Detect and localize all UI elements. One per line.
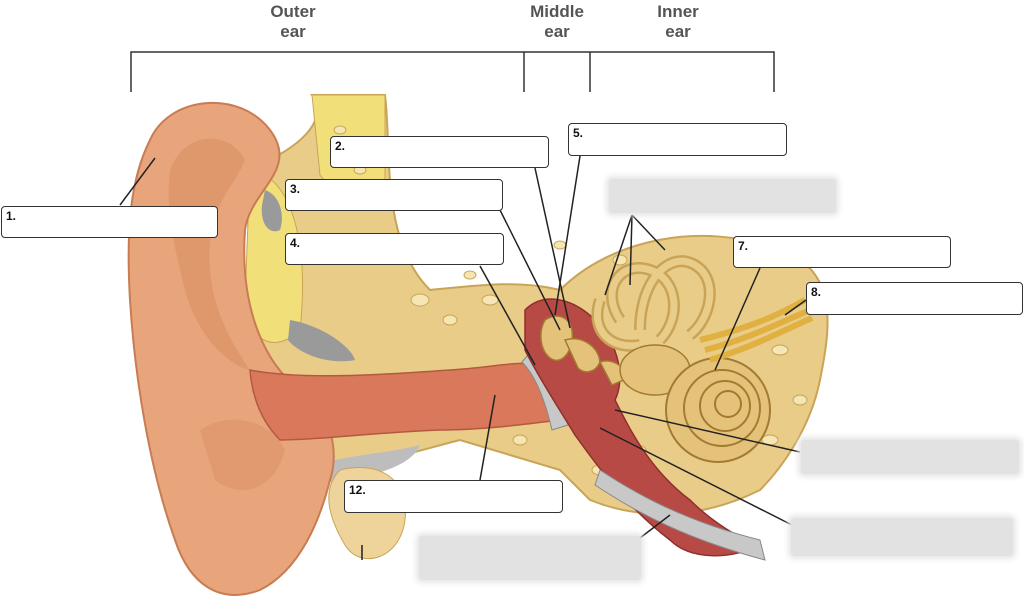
label-box-12[interactable]: 12.: [344, 480, 563, 513]
obscured-label-box-10[interactable]: [791, 518, 1013, 556]
ear-canal: [249, 362, 562, 441]
label-number-1: 1.: [6, 209, 17, 223]
label-box-7[interactable]: 7.: [733, 236, 951, 268]
label-number-5: 5.: [573, 126, 584, 140]
leader-lines: [119, 155, 807, 560]
label-box-2[interactable]: 2.: [330, 136, 549, 168]
label-number-8: 8.: [811, 285, 822, 299]
obscured-label-box-11[interactable]: [419, 536, 641, 580]
label-number-2: 2.: [335, 139, 346, 153]
label-number-4: 4.: [290, 236, 301, 250]
label-number-12: 12.: [349, 483, 366, 497]
label-number-7: 7.: [738, 239, 749, 253]
inner-ear-heading: Inner ear: [657, 2, 699, 41]
obscured-label-box-6[interactable]: [609, 179, 836, 213]
obscured-label-box-9[interactable]: [801, 440, 1019, 474]
label-box-8[interactable]: 8.: [806, 282, 1023, 315]
label-box-3[interactable]: 3.: [285, 179, 503, 211]
vestibulocochlear-nerve: [699, 297, 814, 363]
label-box-1[interactable]: 1.: [1, 206, 218, 238]
middle-ear-heading: Middle ear: [530, 2, 584, 41]
ossicles: [540, 315, 629, 386]
label-box-5[interactable]: 5.: [568, 123, 787, 156]
label-number-3: 3.: [290, 182, 301, 196]
outer-ear-heading: Outer ear: [270, 2, 316, 41]
section-brackets: [130, 51, 775, 92]
cochlea: [665, 357, 771, 463]
auditory-tube-lining: [594, 469, 766, 561]
label-box-4[interactable]: 4.: [285, 233, 504, 265]
